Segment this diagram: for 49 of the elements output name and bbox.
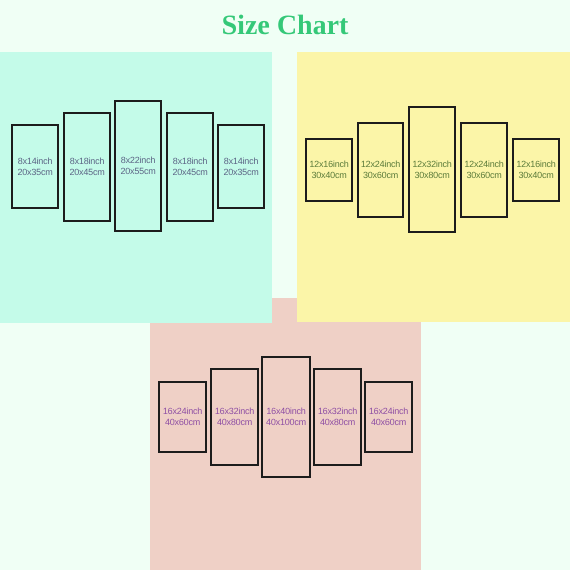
size-label: 12x16inch [516, 159, 556, 170]
size-label: 20x45cm [69, 167, 105, 178]
canvas-outline [114, 100, 162, 232]
canvas-outline [210, 368, 259, 466]
canvas-outline [460, 122, 508, 218]
size-label: 20x35cm [17, 166, 53, 178]
size-label: 12x24inch [360, 159, 400, 170]
canvas-outline [261, 356, 311, 478]
size-label: 20x55cm [120, 166, 156, 177]
size-label: 30x60cm [466, 170, 502, 181]
size-label: 30x60cm [362, 170, 398, 181]
size-label: 16x40inch [266, 406, 306, 417]
size-label: 40x100cm [266, 417, 306, 428]
size-label: 12x16inch [309, 159, 349, 170]
size-label: 40x80cm [216, 417, 252, 428]
color-panel [297, 52, 570, 322]
size-label: 30x40cm [311, 170, 347, 181]
size-label: 16x24inch [162, 406, 202, 417]
size-label: 16x24inch [368, 406, 408, 417]
size-label: 8x18inch [172, 156, 208, 167]
size-label: 16x32inch [214, 406, 254, 417]
canvas-outline [63, 112, 111, 222]
canvas-outline [357, 122, 404, 218]
canvas-outline [408, 106, 456, 233]
canvas-outline [166, 112, 214, 222]
size-label: 20x35cm [223, 166, 259, 178]
size-label: 12x24inch [464, 159, 504, 170]
canvas-outline [512, 138, 560, 202]
size-label: 40x60cm [164, 417, 200, 428]
size-label: 30x80cm [414, 170, 450, 180]
canvas-outline [364, 381, 413, 453]
canvas-outline [11, 124, 59, 209]
canvas-outline [305, 138, 353, 202]
size-label: 20x45cm [172, 167, 208, 178]
size-label: 8x18inch [70, 156, 104, 167]
size-label: 40x60cm [370, 417, 406, 428]
color-panel [150, 298, 421, 570]
canvas-outline [313, 368, 362, 466]
canvas-outline [217, 124, 265, 209]
size-label: 8x14inch [18, 156, 52, 166]
size-label: 40x80cm [320, 417, 356, 428]
color-panel [0, 52, 272, 323]
chart-title: Size Chart [222, 9, 348, 43]
size-label: 8x22inch [120, 155, 156, 166]
size-label: 12x32inch [412, 158, 452, 170]
size-label: 30x40cm [518, 170, 554, 181]
canvas-outline [158, 381, 207, 453]
size-label: 16x32inch [318, 406, 358, 417]
size-label: 8x14inch [224, 156, 258, 166]
